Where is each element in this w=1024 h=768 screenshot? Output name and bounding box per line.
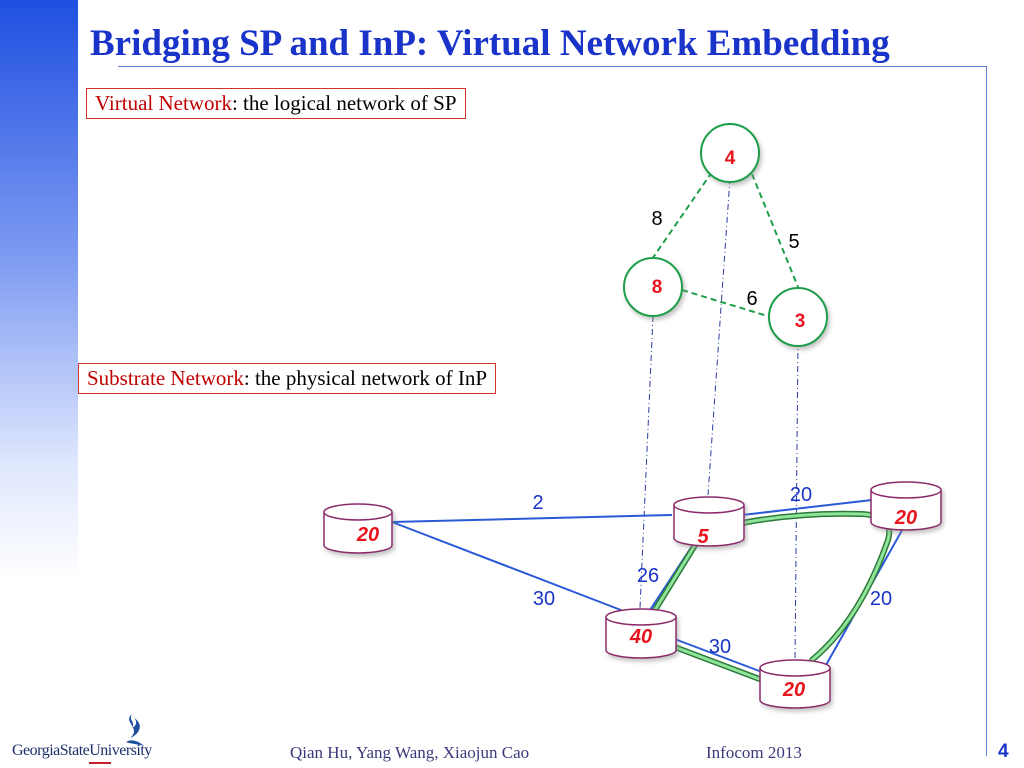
substrate-node-c [870,481,942,531]
substrate-link-c-e-label: 20 [870,588,892,610]
virtual-node-left [623,257,683,317]
virtual-network-term: Virtual Network [95,91,232,115]
virtual-node-right-capacity: 3 [795,311,806,332]
virtual-node-top-capacity: 4 [725,148,736,169]
virtual-link-top-right-label: 5 [788,231,799,253]
substrate-node-a [323,503,393,554]
footer-authors: Qian Hu, Yang Wang, Xiaojun Cao [290,743,530,762]
embedded-path-c-e-fill [810,538,890,662]
substrate-link-d-e-label: 30 [709,636,731,658]
footer-venue: Infocom 2013 [706,743,802,762]
virtual-network-label: Virtual Network: the logical network of … [86,88,466,119]
embedded-path-b-c [739,510,893,543]
substrate-node-c-capacity: 20 [894,507,917,529]
embedded-path-d-e-fill [670,644,764,682]
sidebar-gradient [0,0,78,580]
substrate-link-b-d-label: 26 [637,565,659,587]
slide-title: Bridging SP and InP: Virtual Network Emb… [90,23,890,64]
logo-underline [89,762,111,764]
flame-logo-icon [126,714,144,746]
logo-wordmark: GeorgiaStateUniversity [12,742,152,759]
mapping-line-v-right [794,339,799,661]
mapping-line-v-left [639,315,654,609]
substrate-node-b-capacity: 5 [697,526,709,548]
virtual-node-left-capacity: 8 [652,277,663,298]
substrate-link-a-b [391,514,673,523]
substrate-node-d-capacity: 40 [629,626,652,648]
virtual-link-top-left [649,171,713,263]
substrate-link-a-b-label: 2 [532,492,543,514]
page-number: 4 [998,741,1009,762]
substrate-link-a-d-label: 30 [533,588,555,610]
virtual-node-top [700,123,760,183]
substrate-node-e-capacity: 20 [782,679,805,701]
substrate-link-b-c-label: 20 [790,484,812,506]
substrate-link-a-d [391,521,627,613]
substrate-node-a-capacity: 20 [356,524,379,546]
virtual-link-top-right [751,173,799,288]
university-logo: GeorgiaStateUniversity [8,712,188,764]
virtual-network-desc: : the logical network of SP [231,91,457,115]
title-rule [118,66,986,67]
virtual-link-left-right [681,289,775,319]
substrate-network-term: Substrate Network [87,366,244,390]
substrate-network-desc: : the physical network of InP [243,366,488,390]
embedded-path-b-d-fill [653,540,699,612]
virtual-node-right [768,287,828,347]
substrate-network-label: Substrate Network: the physical network … [78,363,497,394]
substrate-node-e [759,659,831,709]
substrate-link-d-e [671,637,763,673]
virtual-link-left-right-label: 6 [746,288,757,310]
substrate-node-d [605,608,677,659]
mapping-line-v-top [707,177,731,496]
substrate-link-b-c [741,499,873,516]
right-rule [986,66,987,756]
substrate-node-b [673,496,745,547]
virtual-link-top-left-label: 8 [651,208,662,230]
